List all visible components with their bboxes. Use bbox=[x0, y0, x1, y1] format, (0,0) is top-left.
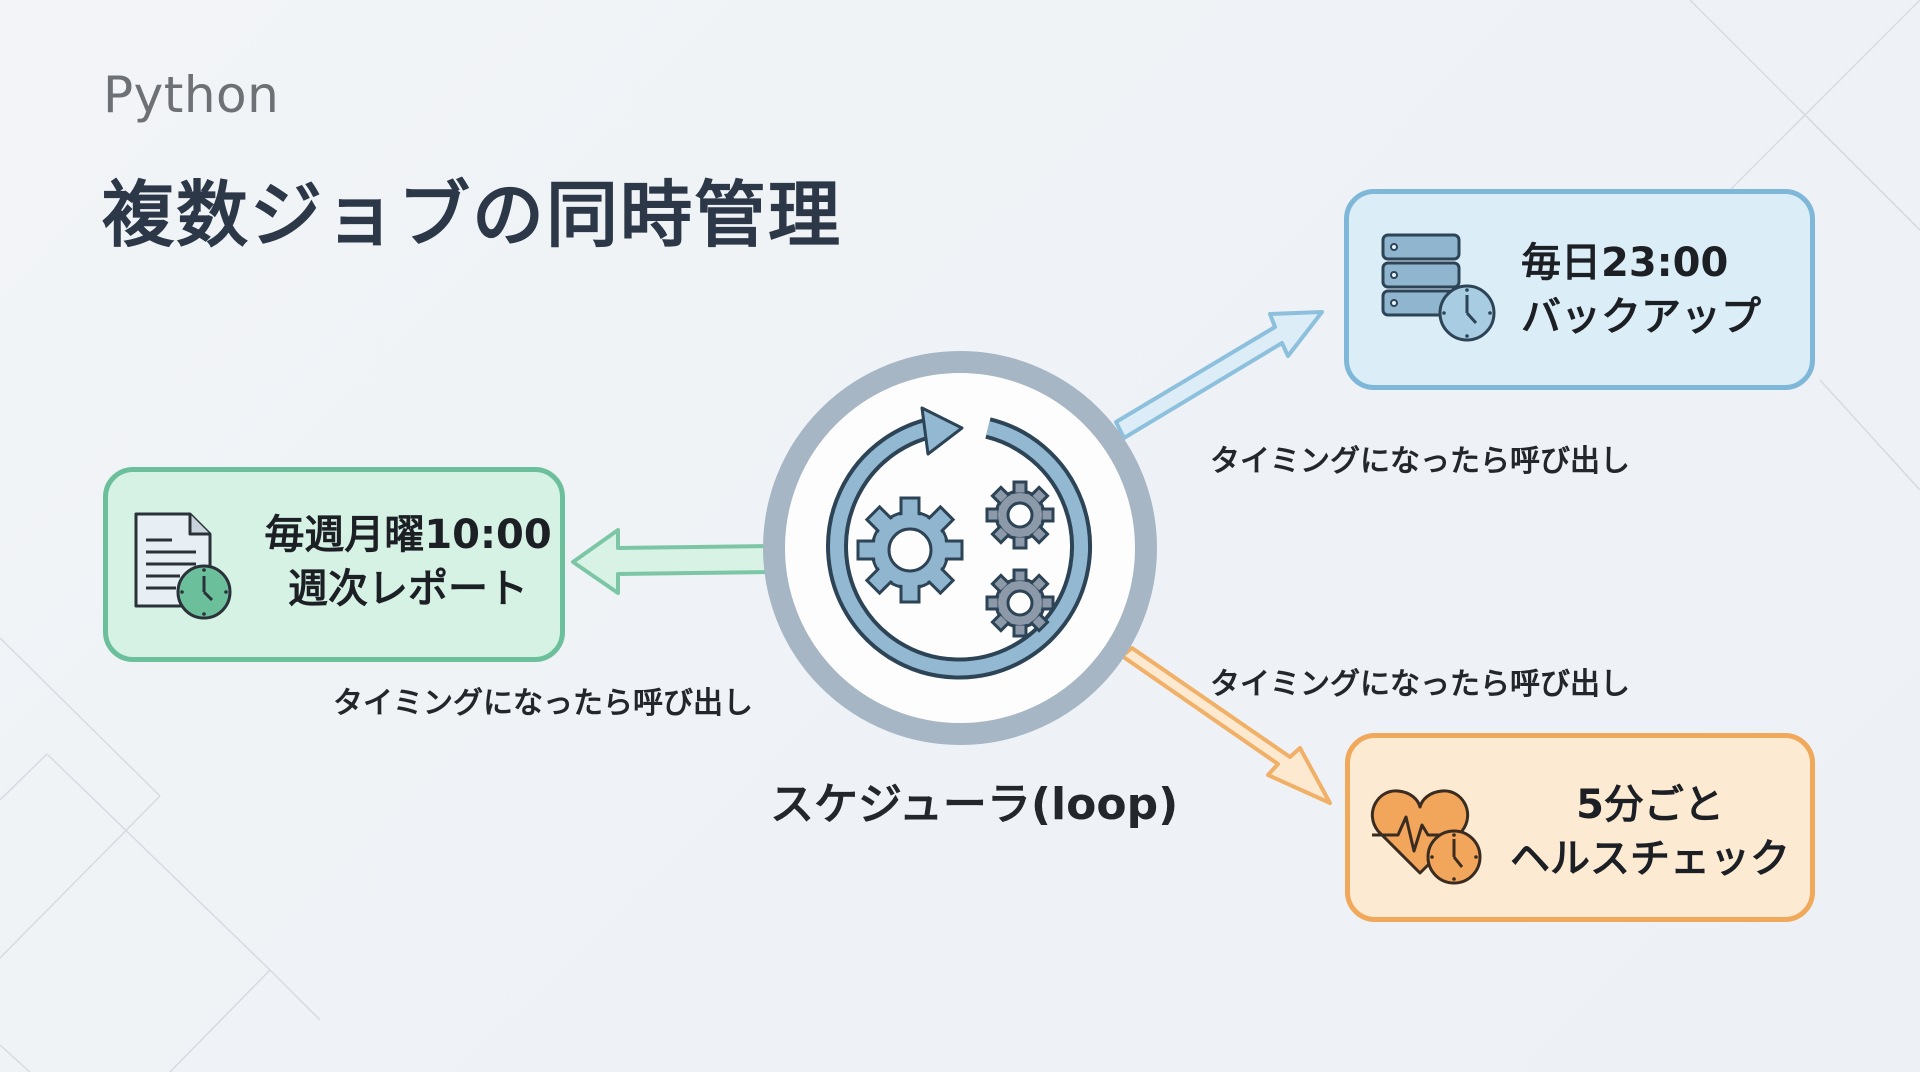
heart-pulse-clock-icon bbox=[1371, 789, 1482, 885]
scheduler-hub bbox=[763, 351, 1157, 745]
job-card-health-check: 5分ごと ヘルスチェック bbox=[1345, 733, 1815, 922]
page-title: 複数ジョブの同時管理 bbox=[102, 173, 843, 257]
arrow-to-daily-backup bbox=[1114, 310, 1324, 440]
job-schedule: 毎週月曜10:00 bbox=[264, 512, 552, 558]
call-caption-health-check: タイミングになったら呼び出し bbox=[1210, 667, 1630, 702]
arrow-to-health-check bbox=[1120, 646, 1332, 805]
call-caption-weekly-report: タイミングになったら呼び出し bbox=[333, 686, 753, 721]
document-clock-icon bbox=[134, 512, 232, 620]
job-schedule: 5分ごと bbox=[1576, 782, 1724, 828]
job-card-weekly-report: 毎週月曜10:00 週次レポート bbox=[103, 467, 565, 662]
job-card-daily-backup: 毎日23:00 バックアップ bbox=[1344, 189, 1815, 390]
call-caption-daily-backup: タイミングになったら呼び出し bbox=[1210, 444, 1630, 479]
job-name: バックアップ bbox=[1521, 294, 1761, 340]
server-clock-icon bbox=[1381, 233, 1496, 342]
scheduler-label: スケジューラ(loop) bbox=[770, 779, 1179, 830]
job-name: ヘルスチェック bbox=[1510, 836, 1790, 882]
arrow-to-weekly-report bbox=[571, 528, 772, 595]
eyebrow-label: Python bbox=[103, 66, 280, 124]
job-schedule: 毎日23:00 bbox=[1521, 240, 1729, 286]
gears-cycle-icon bbox=[826, 406, 1093, 680]
job-name: 週次レポート bbox=[288, 566, 528, 612]
